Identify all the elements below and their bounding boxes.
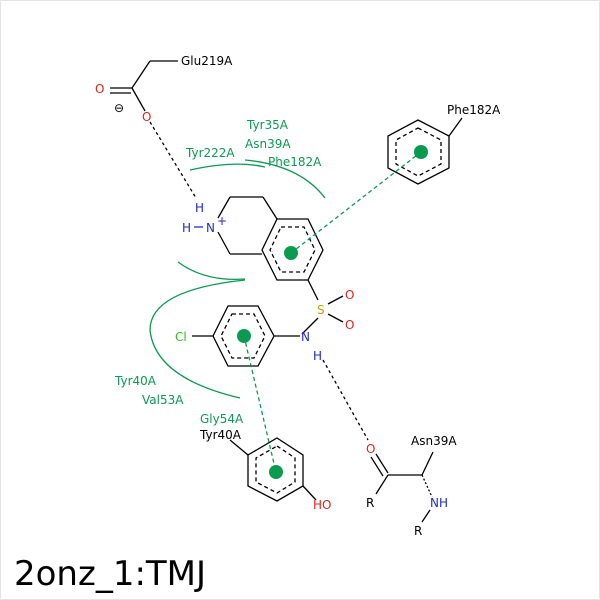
atom-ho: HO <box>313 498 331 512</box>
glu219-residue <box>110 60 178 112</box>
pi-centroid <box>237 329 251 343</box>
tetrahydroisoquinoline <box>217 196 324 281</box>
atom-h-left: H <box>182 221 191 235</box>
hydrogen-bonds <box>149 121 369 441</box>
pi-centroid <box>284 246 298 260</box>
diagram-title: 2onz_1:TMJ <box>14 554 206 594</box>
atom-o-carboxylate: O <box>142 110 151 124</box>
atom-o-s2: O <box>345 318 354 332</box>
pi-stacking <box>237 145 428 479</box>
phe182-ring <box>387 117 463 185</box>
atom-nh: NH <box>430 496 448 510</box>
hydrophobic-label-gly54: Gly54A <box>200 412 244 426</box>
atom-h-top: H <box>195 201 204 215</box>
negative-charge: ⊖ <box>114 101 124 115</box>
hydrophobic-arcs <box>149 159 326 399</box>
residue-label-asn39: Asn39A <box>411 434 457 448</box>
atom-n-plus: N <box>206 221 215 235</box>
atom-o-carbonyl: O <box>95 82 104 96</box>
asn39-residue <box>370 451 434 523</box>
pi-centroid <box>414 145 428 159</box>
chlorophenyl-ring <box>192 305 300 367</box>
sulfonamide <box>301 279 344 335</box>
hydrophobic-label-tyr222: Tyr222A <box>185 146 235 160</box>
pi-centroid <box>269 465 283 479</box>
hydrophobic-label-tyr35: Tyr35A <box>246 118 289 132</box>
hydrophobic-label-asn39: Asn39A <box>245 137 291 151</box>
atom-o-asn: O <box>366 442 375 456</box>
hydrophobic-label-phe182: Phe182A <box>268 155 322 169</box>
residue-label-phe182: Phe182A <box>447 103 501 117</box>
positive-charge: + <box>217 214 227 228</box>
tyr40-ring <box>229 437 317 502</box>
atom-r1: R <box>366 496 374 510</box>
hydrophobic-label-val53: Val53A <box>142 393 184 407</box>
residue-label-tyr40: Tyr40A <box>199 428 242 442</box>
hydrophobic-label-tyr40: Tyr40A <box>114 374 157 388</box>
atom-s: S <box>317 303 325 317</box>
atom-r2: R <box>414 524 422 538</box>
atom-cl: Cl <box>175 330 187 344</box>
residue-label-glu219: Glu219A <box>181 54 233 68</box>
atom-h-amide: H <box>313 349 322 363</box>
atom-n-amide: N <box>301 330 310 344</box>
atom-o-s1: O <box>345 288 354 302</box>
